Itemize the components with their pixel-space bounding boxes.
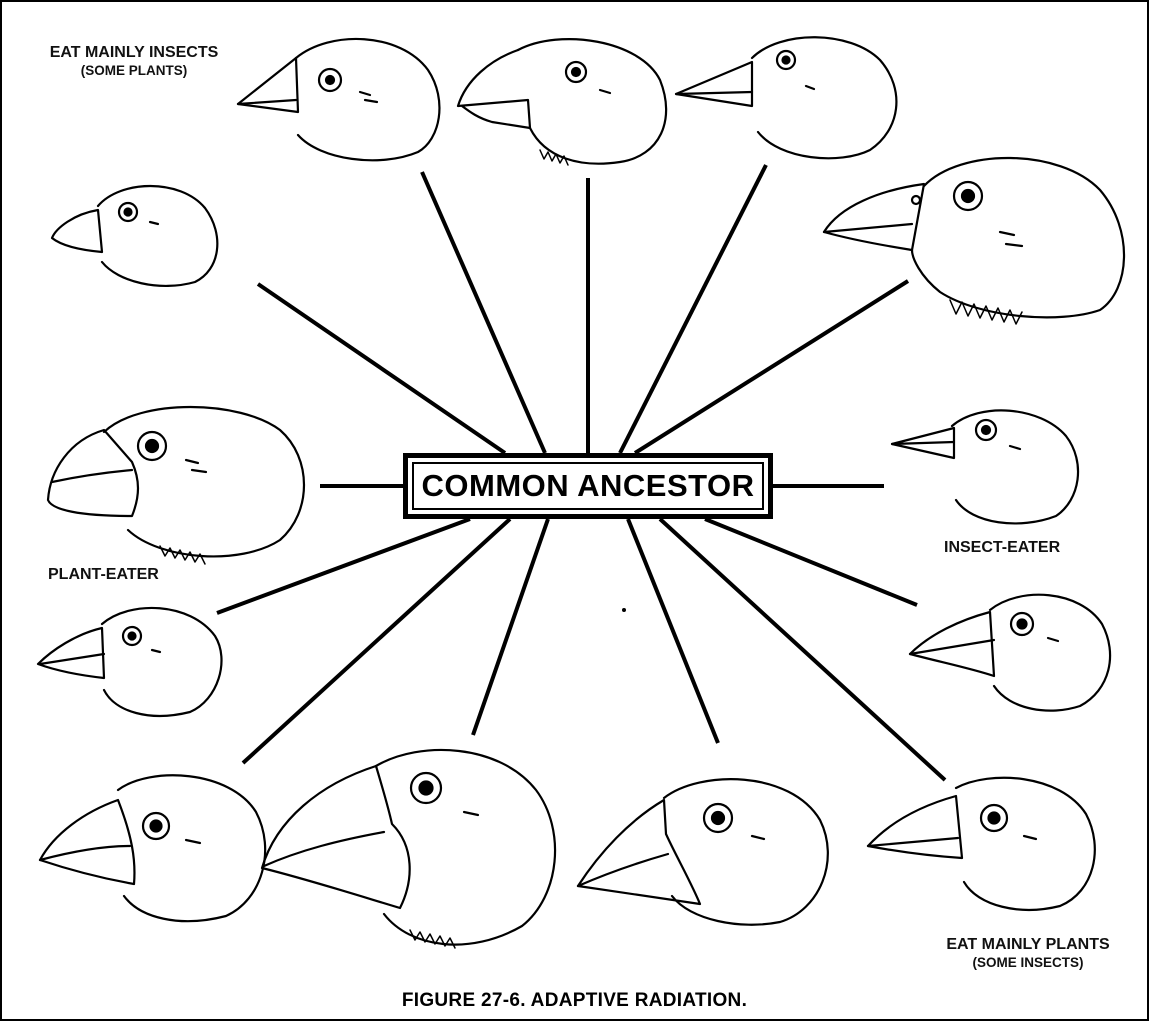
label-plant-eater: PLANT-EATER: [48, 566, 159, 584]
finch-head-insect-eater: [892, 410, 1078, 523]
label-plants-line2: (SOME INSECTS): [912, 956, 1144, 971]
line-to-finch-mid-right: [705, 519, 917, 605]
feather-texture: [160, 150, 1022, 948]
figure-caption: FIGURE 27-6. ADAPTIVE RADIATION.: [0, 990, 1149, 1012]
finch-head-bottom-3: [578, 779, 828, 925]
common-ancestor-label: COMMON ANCESTOR: [422, 468, 755, 504]
finch-head-top-2: [458, 39, 666, 164]
label-insects-line2: (SOME PLANTS): [10, 64, 258, 79]
finch-head-bottom-4: [868, 778, 1095, 910]
finch-head-bottom-2: [262, 750, 555, 945]
line-to-finch-mid-left: [217, 519, 470, 613]
finch-head-upper-right: [824, 158, 1124, 317]
line-to-finch-upper-right: [635, 281, 908, 453]
ink-speck: [622, 608, 626, 612]
finch-head-mid-left: [38, 608, 222, 716]
line-to-finch-bottom-2: [473, 519, 548, 735]
finch-head-top-1: [238, 39, 439, 160]
line-to-finch-top-3: [620, 165, 766, 453]
line-to-finch-bottom-3: [628, 519, 718, 743]
finch-head-mid-right: [910, 595, 1110, 711]
finch-head-upper-left: [52, 186, 217, 286]
finch-head-plant-eater: [48, 407, 304, 556]
label-insect-eater: INSECT-EATER: [944, 539, 1060, 557]
line-to-finch-upper-left: [258, 284, 505, 453]
finch-head-bottom-1: [40, 775, 265, 921]
common-ancestor-box: COMMON ANCESTOR: [403, 453, 773, 519]
finch-head-top-3: [676, 37, 896, 158]
label-insects-group: EAT MAINLY INSECTS (SOME PLANTS): [10, 44, 258, 78]
label-plants-line1: EAT MAINLY PLANTS: [912, 936, 1144, 954]
label-insects-line1: EAT MAINLY INSECTS: [10, 44, 258, 62]
label-plants-group: EAT MAINLY PLANTS (SOME INSECTS): [912, 936, 1144, 970]
